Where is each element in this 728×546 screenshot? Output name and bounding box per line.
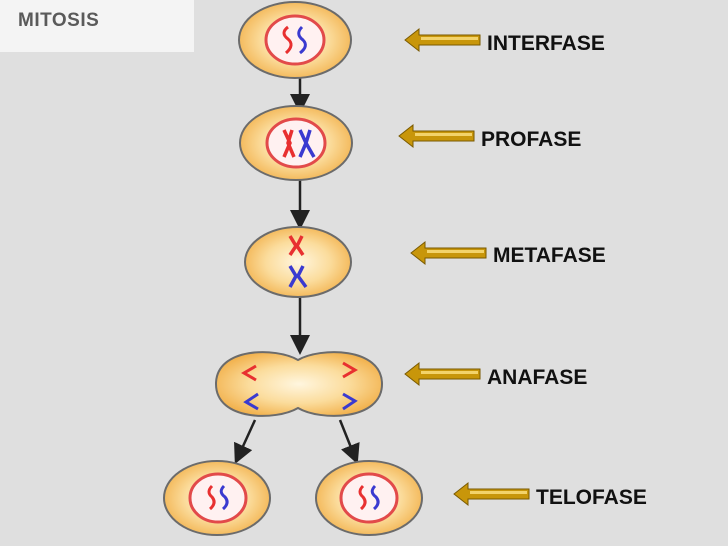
chromosome	[288, 235, 305, 256]
title-box: MITOSIS	[0, 0, 194, 52]
label-anafase: ANAFASE	[487, 366, 588, 389]
chromosome	[342, 392, 358, 411]
chromosome	[243, 392, 259, 411]
flow-arrow	[338, 419, 360, 465]
pointer-arrow-icon	[404, 27, 481, 53]
cell-anafase	[214, 351, 384, 417]
chromosome	[219, 484, 229, 511]
cell-telofase-right	[315, 460, 423, 536]
chromosome	[370, 484, 380, 511]
nucleus	[265, 117, 327, 169]
pointer-arrow-icon	[398, 123, 475, 149]
label-metafase: METAFASE	[493, 244, 606, 267]
label-profase: PROFASE	[481, 128, 582, 151]
chromosome	[282, 25, 293, 55]
chromosome	[358, 484, 367, 511]
pointer-arrow-icon	[410, 240, 487, 266]
pointer-arrow-icon	[453, 481, 530, 507]
nucleus	[188, 472, 248, 524]
cell-telofase-left	[163, 460, 271, 536]
chromosome	[342, 361, 358, 379]
cell-interfase	[238, 1, 352, 79]
chromosome	[297, 25, 307, 55]
nucleus	[264, 14, 326, 66]
cell-metafase	[244, 226, 352, 298]
chromosome	[207, 484, 216, 511]
flow-arrows	[234, 77, 360, 465]
chromosome	[241, 364, 257, 382]
diagram-title: MITOSIS	[18, 10, 100, 31]
nucleus	[339, 472, 399, 524]
chromosome	[288, 265, 308, 289]
chromosome	[282, 129, 296, 158]
cell-profase	[239, 105, 353, 181]
label-interfase: INTERFASE	[487, 32, 605, 55]
pointer-arrows	[398, 27, 530, 507]
chromosome	[298, 129, 316, 158]
pointer-arrow-icon	[404, 361, 481, 387]
flow-arrow	[234, 419, 257, 465]
label-telofase: TELOFASE	[536, 486, 647, 509]
